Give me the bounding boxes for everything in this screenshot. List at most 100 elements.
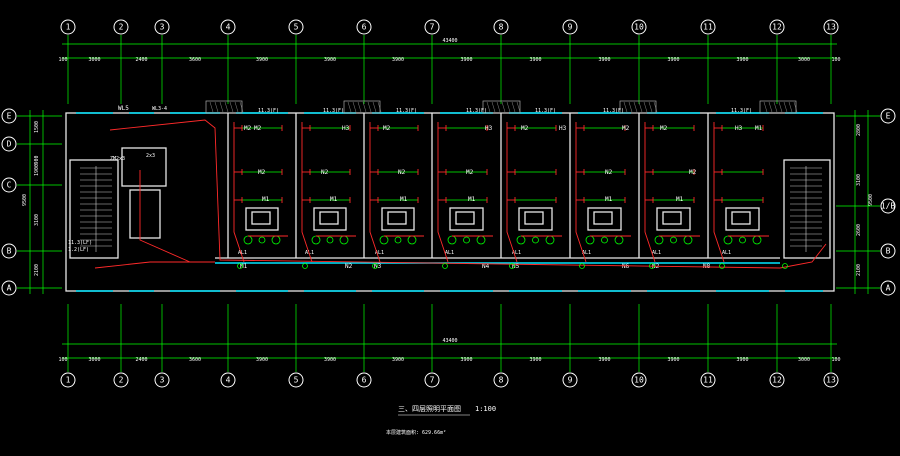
washbasin <box>593 211 613 225</box>
axis-label-1: 1 <box>66 23 71 32</box>
axis-bubble-11 <box>700 19 716 35</box>
axis-bubble-12 <box>769 372 785 388</box>
lamp-label: N2 <box>321 169 329 176</box>
axis-bubble-10 <box>631 372 647 388</box>
lamp-label: M2 <box>660 125 668 132</box>
segment-dimension: 3000 <box>88 357 100 363</box>
axis-label-3: 3 <box>160 376 165 385</box>
balcony-hatch <box>783 101 788 113</box>
edge-dimension: 100 <box>58 357 67 363</box>
circuit-room <box>301 122 313 263</box>
balcony-hatch <box>486 101 491 113</box>
axis-bubble-5 <box>288 372 304 388</box>
segment-dimension: 3600 <box>189 357 201 363</box>
axis-bubble-13 <box>823 372 839 388</box>
lamp-label: M2 <box>521 125 529 132</box>
downlight <box>463 236 470 244</box>
axis-label-1/B: 1/B <box>881 202 896 211</box>
downlight <box>379 235 389 245</box>
axis-bubble-9 <box>562 19 578 35</box>
left-dimension: 1900 <box>34 164 40 176</box>
fixture-note: 11.3(F) <box>535 108 556 114</box>
axis-bubble-D <box>1 136 17 152</box>
segment-dimension: 3900 <box>736 57 748 63</box>
axis-bubble-B <box>880 243 896 259</box>
balcony-hatch <box>219 101 224 113</box>
axis-label-E: E <box>886 112 891 121</box>
drawing-footer: 三、四层照明平面图 1:100 本层建筑面积: 629.66m² <box>386 405 496 436</box>
segment-dimension: 3900 <box>667 57 679 63</box>
corridor-light <box>579 263 585 269</box>
washroom <box>245 207 279 231</box>
segment-dimension: 3900 <box>324 357 336 363</box>
segment-dimension: 3000 <box>798 57 810 63</box>
balcony-hatch <box>648 101 653 113</box>
washroom <box>518 207 553 231</box>
axis-label-2: 2 <box>119 376 124 385</box>
balcony-hatch <box>224 101 229 113</box>
axis-label-4: 4 <box>226 23 231 32</box>
axis-label-9: 9 <box>568 23 573 32</box>
axis-label-12: 12 <box>772 23 782 32</box>
segment-dimension: 3900 <box>667 357 679 363</box>
washroom <box>449 207 484 231</box>
panel-label: AL1 <box>722 250 731 256</box>
lamp-label: M2 <box>244 125 252 132</box>
balcony <box>205 100 243 114</box>
downlight <box>670 236 677 244</box>
axis-label-3: 3 <box>160 23 165 32</box>
stair-right <box>783 159 831 259</box>
segment-dimension: 3900 <box>460 57 472 63</box>
left-dimension: 1500 <box>34 121 40 133</box>
fixture-note: 11.3(F) <box>731 108 752 114</box>
segment-dimension: 3600 <box>189 57 201 63</box>
circuit-room <box>233 122 245 263</box>
right-dimension: 2600 <box>856 224 862 236</box>
axis-label-5: 5 <box>294 23 299 32</box>
axis-label-10: 10 <box>634 23 644 32</box>
balcony <box>619 100 657 114</box>
circuit-room <box>713 122 725 263</box>
washroom <box>656 207 691 231</box>
downlight <box>723 235 733 245</box>
axis-bubble-7 <box>424 372 440 388</box>
corridor-lamp-label: N8 <box>703 263 711 270</box>
circuit-branch <box>139 170 191 263</box>
downlight <box>339 235 349 245</box>
downlight <box>326 236 334 244</box>
washbasin <box>387 211 407 225</box>
axis-label-8: 8 <box>499 376 504 385</box>
segment-dimension: 3900 <box>529 57 541 63</box>
axis-bubble-8 <box>493 372 509 388</box>
axis-label-10: 10 <box>634 376 644 385</box>
lamp-label: M1 <box>605 196 613 203</box>
washbasin <box>455 211 475 225</box>
axis-label-2: 2 <box>119 23 124 32</box>
total-dimension: 43400 <box>442 338 457 344</box>
balcony <box>759 100 797 114</box>
corridor-light <box>719 263 725 269</box>
panel-label: AL1 <box>305 250 314 256</box>
balcony-hatch <box>372 101 377 113</box>
panel-label: AL1 <box>375 250 384 256</box>
balcony-hatch <box>362 101 367 113</box>
lamp-label: H3 <box>559 125 567 132</box>
axis-bubble-4 <box>220 372 236 388</box>
balcony-hatch <box>516 101 521 113</box>
segment-dimension: 3900 <box>324 57 336 63</box>
corridor-light <box>509 263 515 269</box>
balcony-hatch <box>638 101 643 113</box>
balcony-hatch <box>229 101 234 113</box>
axis-label-11: 11 <box>703 376 713 385</box>
axis-bubble-13 <box>823 19 839 35</box>
corridor-lamp-label: N6 <box>622 263 630 270</box>
balcony-hatch <box>643 101 648 113</box>
segment-dimension: 3900 <box>460 357 472 363</box>
axis-label-11: 11 <box>703 23 713 32</box>
axis-bubble-6 <box>356 372 372 388</box>
circuit-right <box>779 243 827 269</box>
corridor-lamp-label: N2 <box>345 263 353 270</box>
segment-dimension: 3900 <box>529 357 541 363</box>
axis-label-C: C <box>7 181 12 190</box>
fixture-note: 11.3(F) <box>258 108 279 114</box>
